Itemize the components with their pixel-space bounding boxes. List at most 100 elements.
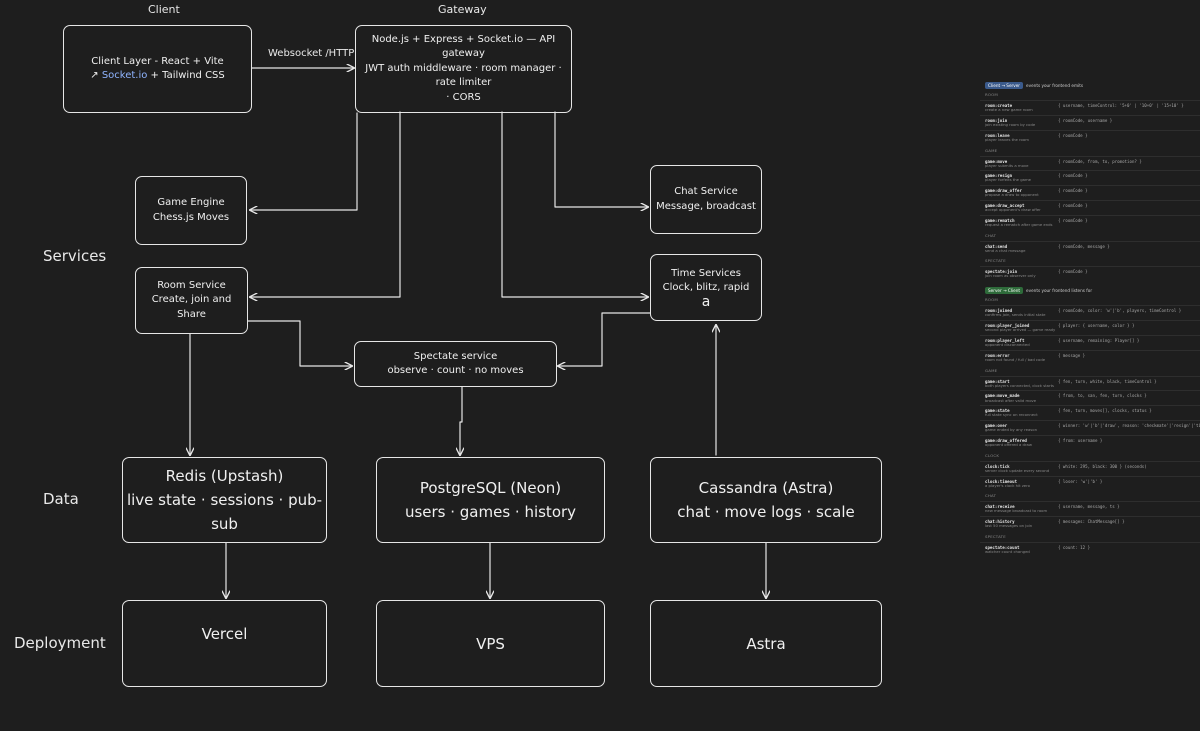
event-description: join room as observer only bbox=[985, 273, 1036, 279]
event-name: room:create bbox=[985, 103, 1013, 109]
event-name: game:draw_accept bbox=[985, 203, 1025, 209]
node-client-layer[interactable]: Client Layer - React + Vite ↗ Socket.io … bbox=[63, 25, 252, 113]
panel-section-title: events your frontend listens for bbox=[1026, 288, 1093, 294]
event-name: spectate:count bbox=[985, 544, 1020, 550]
node-astra[interactable]: Astra bbox=[650, 600, 882, 687]
event-payload: { roomCode } bbox=[1058, 269, 1088, 275]
node-game-engine[interactable]: Game Engine Chess.js Moves bbox=[135, 176, 247, 245]
node-room-service[interactable]: Room Service Create, join and Share bbox=[135, 267, 248, 334]
node-spectate-service[interactable]: Spectate service observe · count · no mo… bbox=[354, 341, 557, 387]
event-payload: { white: 295, black: 300 } (seconds) bbox=[1058, 463, 1147, 469]
event-payload: { roomCode } bbox=[1058, 173, 1088, 179]
event-description: broadcast after valid move bbox=[985, 397, 1037, 403]
node-time-services[interactable]: Time Services Clock, blitz, rapid a bbox=[650, 254, 762, 321]
chat-service-line1: Chat Service bbox=[674, 186, 738, 197]
client-layer-line1: Client Layer - React + Vite bbox=[91, 55, 224, 67]
node-vercel[interactable]: Vercel bbox=[122, 600, 327, 687]
event-payload: { from, to, san, fen, turn, clocks } bbox=[1058, 393, 1147, 399]
cassandra-line1: Cassandra (Astra) bbox=[698, 479, 834, 497]
gateway-line3: · CORS bbox=[446, 91, 481, 103]
spectate-service-line1: Spectate service bbox=[413, 350, 498, 362]
event-payload: { messages: ChatMessage[] } bbox=[1058, 519, 1125, 525]
event-name: spectate:join bbox=[985, 269, 1018, 275]
cassandra-line2: chat · move logs · scale bbox=[677, 503, 855, 521]
chat-service-line2: Message, broadcast bbox=[656, 200, 756, 212]
event-group-title: ROOM bbox=[985, 92, 998, 98]
node-postgres[interactable]: PostgreSQL (Neon) users · games · histor… bbox=[376, 457, 605, 543]
node-chat-service[interactable]: Chat Service Message, broadcast bbox=[650, 165, 762, 234]
event-payload: { roomCode, username } bbox=[1058, 117, 1113, 123]
event-name: chat:send bbox=[985, 243, 1008, 249]
event-name: room:join bbox=[985, 117, 1008, 123]
event-group-title: CHAT bbox=[985, 493, 997, 499]
event-description: server clock update every second bbox=[985, 467, 1050, 473]
postgres-line2: users · games · history bbox=[404, 503, 577, 521]
event-group-title: GAME bbox=[985, 147, 998, 153]
event-description: opponent disconnected bbox=[985, 342, 1030, 348]
event-payload: { username, timeControl: '5+0' | '10+0' … bbox=[1058, 103, 1184, 109]
node-gateway[interactable]: Node.js + Express + Socket.io — API gate… bbox=[355, 25, 572, 113]
node-cassandra[interactable]: Cassandra (Astra) chat · move logs · sca… bbox=[650, 457, 882, 543]
edge-spectate-postgres bbox=[460, 386, 462, 455]
event-description: a player's clock hit zero bbox=[985, 482, 1030, 488]
event-payload: { roomCode, color: 'w'|'b', players, tim… bbox=[1058, 308, 1182, 314]
event-description: opponent offered a draw bbox=[985, 442, 1032, 448]
event-description: propose a draw to opponent bbox=[985, 192, 1039, 198]
spectate-service-line2: observe · count · no moves bbox=[387, 365, 524, 376]
row-label-data: Data bbox=[43, 490, 79, 508]
event-payload: { username, message, ts } bbox=[1058, 504, 1120, 510]
event-group-title: CHAT bbox=[985, 232, 997, 238]
event-name: game:move bbox=[985, 158, 1008, 164]
event-name: room:player_joined bbox=[985, 323, 1030, 329]
row-label-deployment: Deployment bbox=[14, 634, 106, 652]
event-name: game:start bbox=[985, 378, 1010, 384]
event-description: room not found / full / bad code bbox=[985, 356, 1046, 362]
event-description: full state sync on reconnect bbox=[985, 412, 1038, 418]
event-payload: { player: { username, color } } bbox=[1058, 323, 1135, 329]
event-name: chat:history bbox=[985, 519, 1015, 525]
node-redis[interactable]: Redis (Upstash) live state · sessions · … bbox=[122, 457, 327, 543]
event-description: player forfeits the game bbox=[985, 177, 1031, 183]
event-payload: { roomCode } bbox=[1058, 203, 1088, 209]
time-services-line3: a bbox=[701, 293, 711, 310]
edge-time-spectate bbox=[558, 312, 651, 366]
row-label-services: Services bbox=[43, 247, 107, 265]
node-vps[interactable]: VPS bbox=[376, 600, 605, 687]
socketio-link[interactable]: Socket.io bbox=[101, 70, 148, 81]
vercel-label: Vercel bbox=[201, 625, 248, 643]
event-description: second player arrived — game ready bbox=[985, 327, 1056, 333]
event-description: request a rematch after game ends bbox=[985, 222, 1053, 228]
event-payload: { from: username } bbox=[1058, 437, 1103, 443]
event-name: game:draw_offer bbox=[985, 188, 1022, 194]
